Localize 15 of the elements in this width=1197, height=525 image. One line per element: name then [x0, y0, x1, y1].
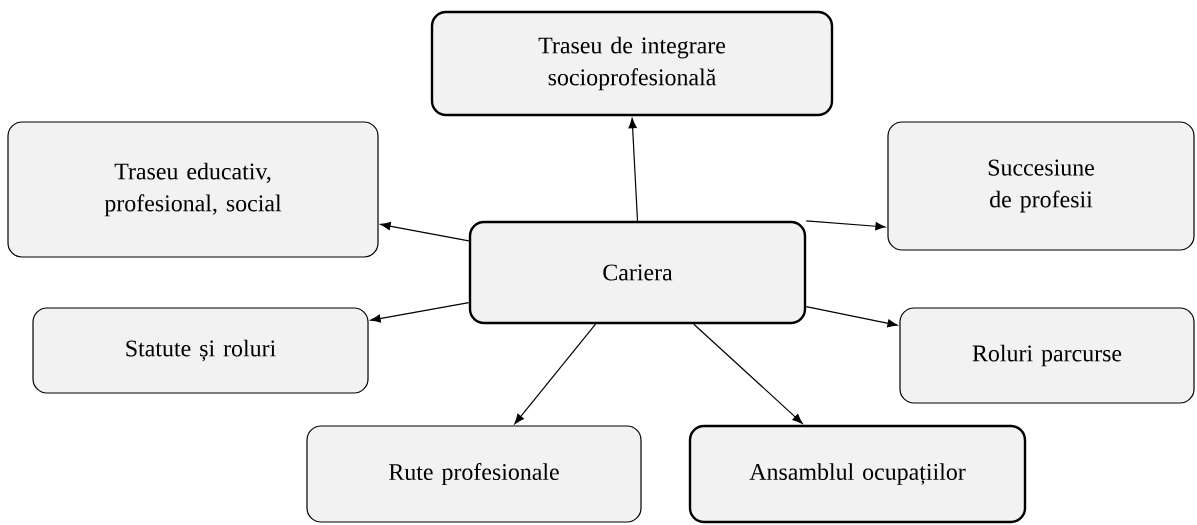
arrow — [380, 222, 470, 242]
arrow — [805, 220, 886, 231]
arrow — [693, 323, 803, 424]
topic-box: Traseu de integrare socioprofesională — [430, 10, 834, 117]
arrow — [514, 323, 597, 425]
arrow — [370, 301, 470, 323]
central-box: Cariera — [468, 220, 807, 325]
arrow — [628, 118, 639, 222]
topic-box: Traseu educativ, profesional, social — [7, 121, 379, 258]
topic-box: Statute și roluri — [32, 307, 369, 394]
topic-box: Ansamblul ocupațiilor — [688, 424, 1027, 524]
topic-box: Succesiune de profesii — [887, 121, 1195, 251]
arrow — [805, 306, 898, 328]
topic-box: Rute profesionale — [306, 425, 642, 523]
topic-box: Roluri parcurse — [899, 307, 1195, 404]
